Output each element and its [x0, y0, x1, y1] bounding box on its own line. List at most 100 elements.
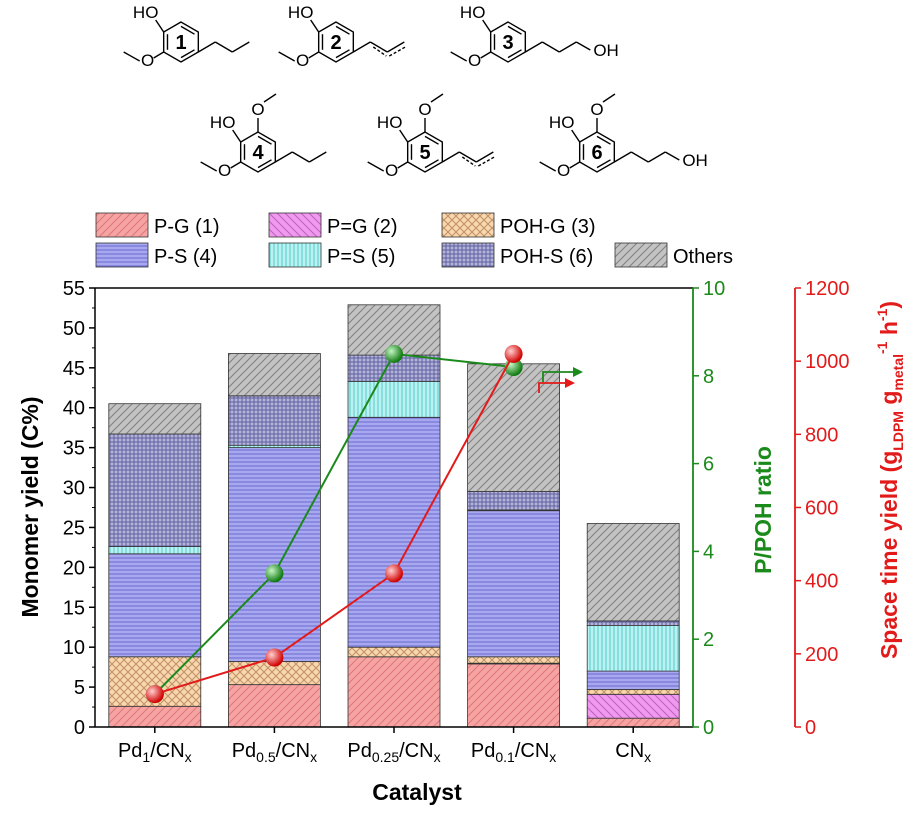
axis-indicator-arrowhead: [565, 378, 575, 388]
y-tick-label: 55: [63, 278, 85, 300]
bond: [596, 159, 611, 169]
bond: [200, 161, 218, 172]
y-axis-title: Monomer yield (C%): [17, 396, 43, 617]
y-tick-label: 5: [74, 677, 85, 699]
bar-segment: [467, 491, 561, 511]
bond: [507, 49, 522, 59]
legend-label: P=S (5): [327, 246, 395, 268]
legend-label: P-G (1): [154, 216, 220, 238]
line-series: [145, 344, 583, 704]
bond: [539, 161, 557, 172]
y3-tick-label: 1000: [805, 351, 850, 373]
double-bond: [477, 156, 495, 167]
bond: [575, 41, 591, 51]
bond: [430, 93, 444, 103]
molecule-number: 4: [252, 142, 264, 164]
legend-swatch: [95, 242, 149, 268]
bond: [424, 135, 439, 145]
y-tick-label: 15: [63, 597, 85, 619]
bond: [630, 151, 649, 163]
bond: [310, 19, 320, 33]
legend-swatch: [441, 242, 495, 268]
bar-segment: [467, 656, 561, 664]
bar-segment: [227, 395, 321, 446]
y-tick-label: 20: [63, 557, 85, 579]
molecule-3: 3 HO O OH: [450, 3, 619, 70]
data-point: [504, 344, 523, 363]
bar-segment: [586, 620, 680, 626]
atom-label: O: [590, 100, 603, 119]
bar-segment: [467, 663, 561, 728]
bond: [308, 51, 320, 59]
chart-legend: P-G (1)P=G (2)POH-G (3)P-S (4)P=S (5)POH…: [95, 212, 733, 268]
bond: [214, 41, 233, 53]
bond: [153, 51, 165, 59]
y3-axis-title: Space time yield (gLDPM gmetal-1 h-1): [874, 301, 906, 659]
y3-tick-label: 1200: [805, 278, 850, 300]
y-tick-label: 30: [63, 478, 85, 500]
series-line: [154, 352, 514, 695]
atom-label: HO: [460, 3, 486, 22]
bar-segment: [586, 523, 680, 622]
molecule-number: 3: [502, 32, 513, 54]
y-tick-label: 0: [74, 717, 85, 739]
bond: [367, 161, 385, 172]
bond: [386, 41, 405, 53]
y3-tick-label: 0: [805, 717, 816, 739]
bar-segment: [586, 670, 680, 690]
y-tick-label: 10: [63, 637, 85, 659]
bond: [558, 41, 577, 53]
bond: [596, 135, 611, 145]
bond: [274, 151, 293, 163]
legend-label: P=G (2): [327, 216, 398, 238]
atom-label: OH: [682, 151, 708, 170]
bond: [263, 93, 277, 103]
bond: [569, 161, 581, 169]
axis-indicator-arrow: [538, 382, 565, 393]
bond: [424, 159, 439, 169]
atom-label: OH: [593, 41, 619, 60]
bond: [399, 129, 409, 143]
bond: [180, 25, 195, 35]
atom-label: O: [385, 161, 398, 180]
atom-label: HO: [377, 113, 403, 132]
molecule-number: 5: [419, 142, 430, 164]
y-tick-label: 40: [63, 398, 85, 420]
bond: [257, 135, 272, 145]
atom-label: O: [296, 51, 309, 70]
x-tick-label: Pd0.25​/CNx​: [347, 740, 440, 765]
atom-label: O: [468, 51, 481, 70]
bond: [482, 19, 492, 33]
bar-segment: [227, 353, 321, 397]
bar-segment: [586, 693, 680, 719]
series-line: [154, 353, 515, 696]
bond: [524, 41, 543, 53]
bond: [335, 25, 350, 35]
y-tick-label: 25: [63, 517, 85, 539]
bond: [369, 41, 388, 53]
bar-segment: [227, 447, 321, 662]
bond: [541, 41, 560, 53]
bond: [335, 49, 350, 59]
data-point: [145, 685, 164, 704]
bar-segment: [227, 684, 321, 728]
bar-segment: [347, 416, 441, 648]
bar-segment: [347, 646, 441, 658]
atom-label: O: [218, 161, 231, 180]
legend-swatch: [614, 242, 668, 268]
bond: [352, 41, 371, 53]
bar-segment: [108, 705, 202, 728]
atom-label: O: [141, 51, 154, 70]
molecule-number: 1: [175, 32, 186, 54]
bond: [232, 129, 242, 143]
double-bond: [388, 46, 406, 57]
legend-label: P-S (4): [154, 246, 217, 268]
bond: [458, 151, 477, 163]
bar-segment: [347, 656, 441, 728]
y3-tick-label: 400: [805, 571, 838, 593]
bond: [571, 129, 581, 143]
